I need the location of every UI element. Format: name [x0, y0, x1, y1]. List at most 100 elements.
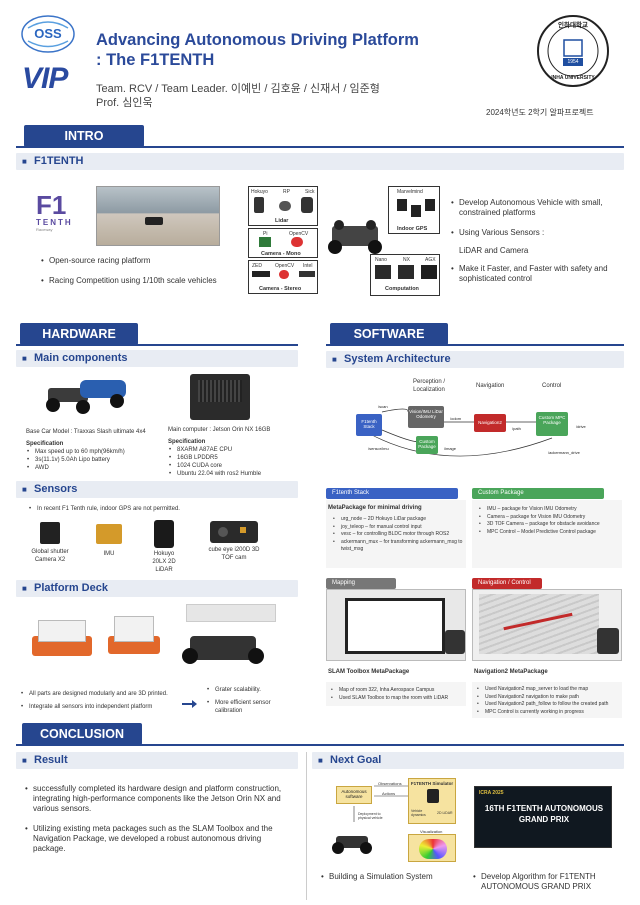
computer-spec-item: 16GB LPDDR5: [168, 454, 298, 462]
computer-spec-label: Specification: [168, 439, 206, 445]
tof-led: [240, 527, 246, 533]
autonomous-software-box: Autonomous software: [336, 786, 372, 804]
lidar-device-3: [301, 197, 313, 213]
agx-label: AGX: [425, 257, 436, 263]
computation-box: Nano NX AGX Computation: [370, 254, 440, 296]
intro-left-bullet: Racing Competition using 1/10th scale ve…: [40, 276, 230, 286]
arch-control: Control: [542, 383, 562, 389]
nav-panel: Navigation2 MetaPackage Used Navigation2…: [472, 666, 622, 736]
title-line-2: : The F1TENTH: [96, 51, 215, 69]
bullet-icon: ■: [318, 756, 323, 765]
title-line-1: Advancing Autonomous Driving Platform: [96, 31, 419, 49]
sensor-imu-image: [96, 524, 122, 544]
custom-item: IMU – package for Vision IMU Odometry: [478, 506, 620, 514]
deck-result: More efficient sensor calibration: [206, 699, 298, 715]
deck-image-4: [180, 626, 268, 672]
visualization-label: Visualization: [420, 829, 443, 834]
opencv-logo-2: [279, 270, 289, 279]
rp-label: RP: [283, 189, 290, 195]
deck-image-1: [28, 612, 96, 664]
arch-navigation: Navigation: [476, 383, 505, 389]
visualization-image: [408, 834, 456, 862]
gps-device-3: [425, 199, 435, 211]
professor-line: Prof. 심인욱: [96, 97, 153, 109]
computation-label: Computation: [385, 286, 419, 292]
zed-camera: [252, 271, 270, 277]
vip-logo: VIP: [22, 62, 68, 95]
nav-map: [479, 594, 599, 654]
base-spec-list: Max speed up to 60 mph(96km/h) 3s(11.1v)…: [26, 448, 166, 472]
marvelmind-label: Marvelmind: [397, 189, 423, 195]
sim-lidar-icon: [427, 789, 439, 803]
sensor-label-lidar: Hokuyo 20LX 2D LiDAR: [152, 551, 176, 573]
arch-sensor-msg: /sensor/imu: [368, 446, 389, 451]
car-wheel: [46, 398, 60, 412]
main-computer: Main computer : Jetson Orin NX 16GB: [168, 427, 271, 433]
deck-bullet: All parts are designed modularly and are…: [20, 690, 180, 698]
custom-item: Camera – package for Vision IMU Odometry: [478, 514, 620, 522]
platform-deck-subheader: ■ Platform Deck: [16, 580, 298, 597]
goal-item: Develop Algorithm for F1TENTH AUTONOMOUS…: [472, 872, 622, 892]
system-arch-subheader: ■ System Architecture: [326, 351, 624, 368]
nav-item: Used Navigation2 map_server to load the …: [476, 686, 620, 694]
custom-panel: IMU – package for Vision IMU Odometry Ca…: [472, 500, 622, 568]
arch-custom-pkg: Custom Package: [416, 436, 438, 454]
stack-item: vesc – for controlling BLDC motor throug…: [332, 531, 466, 539]
agx-board: [421, 265, 437, 279]
camera-stereo-box: ZED OpenCV Intel Camera - Stereo: [248, 260, 318, 294]
race-car: [145, 217, 163, 225]
nano-board: [375, 265, 391, 279]
custom-item: 3D TOF Camera – package for obstacle avo…: [478, 521, 620, 529]
lidar-model-label: 2D LiDAR: [437, 811, 453, 815]
deck-chassis: [190, 636, 256, 660]
car-body: [48, 388, 88, 402]
intro-right-bullet: Develop Autonomous Vehicle with small, c…: [450, 198, 620, 218]
camera-mono-label: Camera - Mono: [261, 251, 301, 257]
seal-english: INHA UNIVERSITY: [551, 75, 595, 81]
pi-label: Pi: [263, 231, 268, 237]
deck-top: [38, 620, 86, 642]
conclusion-tab: CONCLUSION: [22, 723, 142, 745]
hokuyo-label: Hokuyo: [251, 189, 268, 195]
logo-small-text: Raceway: [36, 227, 53, 232]
deck-results: Grater scalability. More efficient senso…: [206, 686, 298, 715]
oss-logo-text: OSS: [34, 26, 62, 41]
custom-package-chip: Custom Package: [472, 488, 604, 499]
deck-image-2: [104, 610, 164, 664]
intro-line: [16, 146, 624, 148]
arch-f1tenth-stack-label: F1tenth Stack: [361, 419, 377, 429]
goal-list-2: Develop Algorithm for F1TENTH AUTONOMOUS…: [472, 872, 622, 892]
opencv-logo: [291, 237, 303, 247]
lidar-device-2: [279, 201, 291, 211]
sim-box: F1TENTH Simulator Vehicle dynamics 2D Li…: [408, 778, 456, 824]
arch-scan: /scan: [378, 404, 388, 409]
car-wheel: [366, 220, 376, 230]
nano-label: Nano: [375, 257, 387, 263]
arch-ackermann: /ackermann_drive: [548, 450, 580, 455]
slam-title: SLAM Toolbox MetaPackage: [328, 669, 410, 675]
arch-navigation2-label: Navigation2: [478, 420, 502, 425]
tof-lens: [218, 527, 228, 537]
sick-label: Sick: [305, 189, 315, 195]
hardware-line: [16, 344, 298, 346]
nav-list: Used Navigation2 map_server to load the …: [476, 686, 620, 716]
gps-device-1: [397, 199, 407, 211]
f1tenth-stack-chip: F1tenth Stack: [326, 488, 458, 499]
intel-label: Intel: [303, 263, 313, 269]
sim-car: [332, 826, 372, 856]
intro-left-bullets: Open-source racing platform Racing Compe…: [40, 256, 230, 286]
sensor-label-imu: IMU: [103, 551, 115, 557]
base-spec-item: Max speed up to 60 mph(96km/h): [26, 448, 166, 456]
gps-device-2: [411, 205, 421, 217]
intro-right-bullet: Using Various Sensors :: [450, 228, 620, 238]
next-goal-label: Next Goal: [330, 754, 382, 766]
autonomous-software-label: Autonomous software: [341, 789, 367, 799]
camera-stereo-label: Camera - Stereo: [259, 286, 302, 292]
vehicle-dynamics-label: Vehicle dynamics: [411, 809, 426, 817]
nx-label: NX: [403, 257, 410, 263]
main-components-subheader: ■ Main components: [16, 350, 298, 367]
software-line: [326, 344, 624, 346]
next-goal-subheader: ■ Next Goal: [312, 752, 624, 769]
sensors-subheader: ■ Sensors: [16, 481, 298, 498]
seal-icon: [537, 15, 609, 87]
